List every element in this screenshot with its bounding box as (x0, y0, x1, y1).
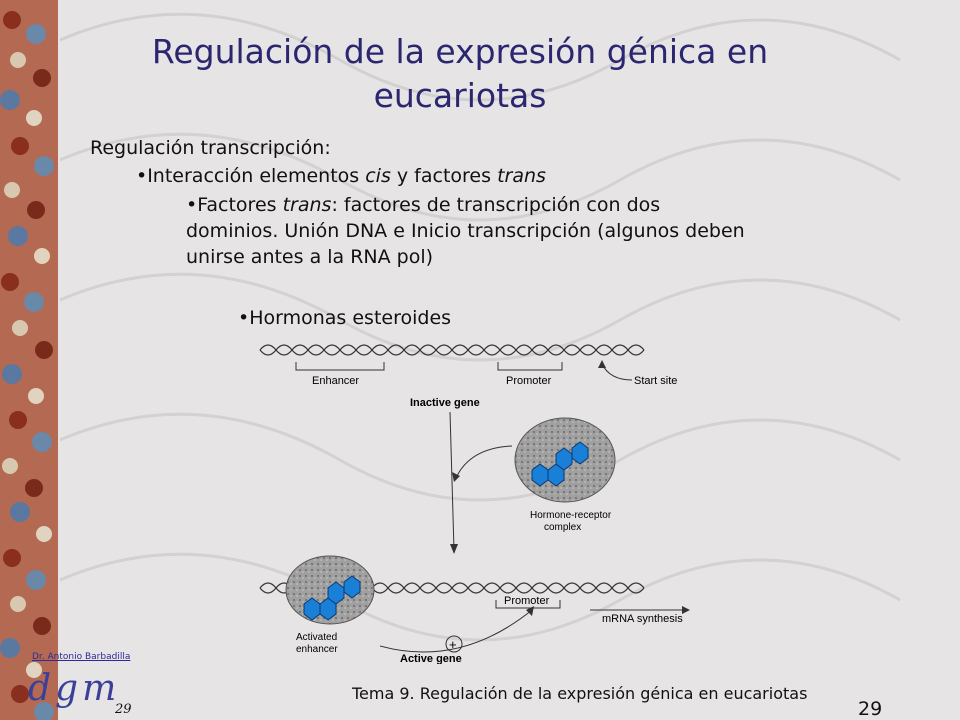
bullet-1-prefix: •Interacción elementos (136, 165, 366, 187)
slide-number: 29 (858, 698, 883, 720)
plus-sign: + (449, 637, 457, 652)
dna-helix-top (259, 344, 645, 356)
trans-term-2: trans (282, 194, 332, 216)
start-site-label: Start site (634, 375, 677, 387)
mrna-label: mRNA synthesis (602, 613, 683, 625)
slide-number-small: 29 (115, 702, 132, 717)
start-site-arrow (601, 363, 633, 381)
bullet-2-prefix: •Factores (186, 194, 283, 216)
bullet-2-line-2: dominios. Unión DNA e Inicio transcripci… (186, 220, 745, 242)
activated-enhancer-hexagons (303, 575, 361, 621)
promoter-label: Promoter (506, 375, 552, 387)
activated-enhancer-label-2: enhancer (296, 644, 338, 655)
dgm-logo: dgm (28, 668, 121, 709)
dna-molecule-strip (0, 0, 58, 720)
bullet-2-line-1: : factores de transcripción con dos (331, 194, 661, 216)
title-line-1: Regulación de la expresión génica en (151, 32, 769, 71)
title-line-2: eucariotas (373, 76, 547, 115)
activation-arrow (379, 609, 533, 653)
hormone-receptor-label-1: Hormone-receptor (530, 510, 612, 521)
bullet-trans-factors: •Factores trans: factores de transcripci… (186, 192, 846, 270)
trans-term: trans (497, 165, 546, 187)
hormone-receptor-label-2: complex (544, 522, 581, 533)
enhancer-bracket (295, 362, 385, 371)
bullet-2-line-3: unirse antes a la RNA pol) (186, 246, 434, 268)
steroid-hormone-diagram: Enhancer Promoter Start site Inactive ge… (259, 344, 690, 664)
slide-title: Regulación de la expresión génica en euc… (90, 30, 830, 118)
author-link[interactable]: Dr. Antonio Barbadilla (32, 652, 131, 662)
footer-course-title: Tema 9. Regulación de la expresión génic… (352, 684, 808, 703)
bullet-1-mid: y factores (390, 165, 498, 187)
enhancer-label: Enhancer (312, 375, 359, 387)
bullet-cis-trans: •Interacción elementos cis y factores tr… (136, 164, 546, 188)
promoter-bracket (497, 362, 563, 371)
binding-arrow (455, 445, 513, 479)
bullet-steroid-hormones: •Hormonas esteroides (238, 307, 452, 329)
cis-term: cis (365, 165, 391, 187)
down-arrow (449, 411, 455, 551)
hormone-receptor-hexagons (531, 441, 589, 487)
activated-enhancer-label-1: Activated (296, 632, 337, 643)
plus-circle (445, 635, 463, 653)
promoter-label-2: Promoter (504, 595, 550, 607)
active-gene-label: Active gene (400, 653, 462, 664)
section-heading: Regulación transcripción: (90, 137, 331, 159)
promoter-bracket-2 (495, 600, 561, 609)
inactive-gene-label: Inactive gene (410, 397, 480, 409)
